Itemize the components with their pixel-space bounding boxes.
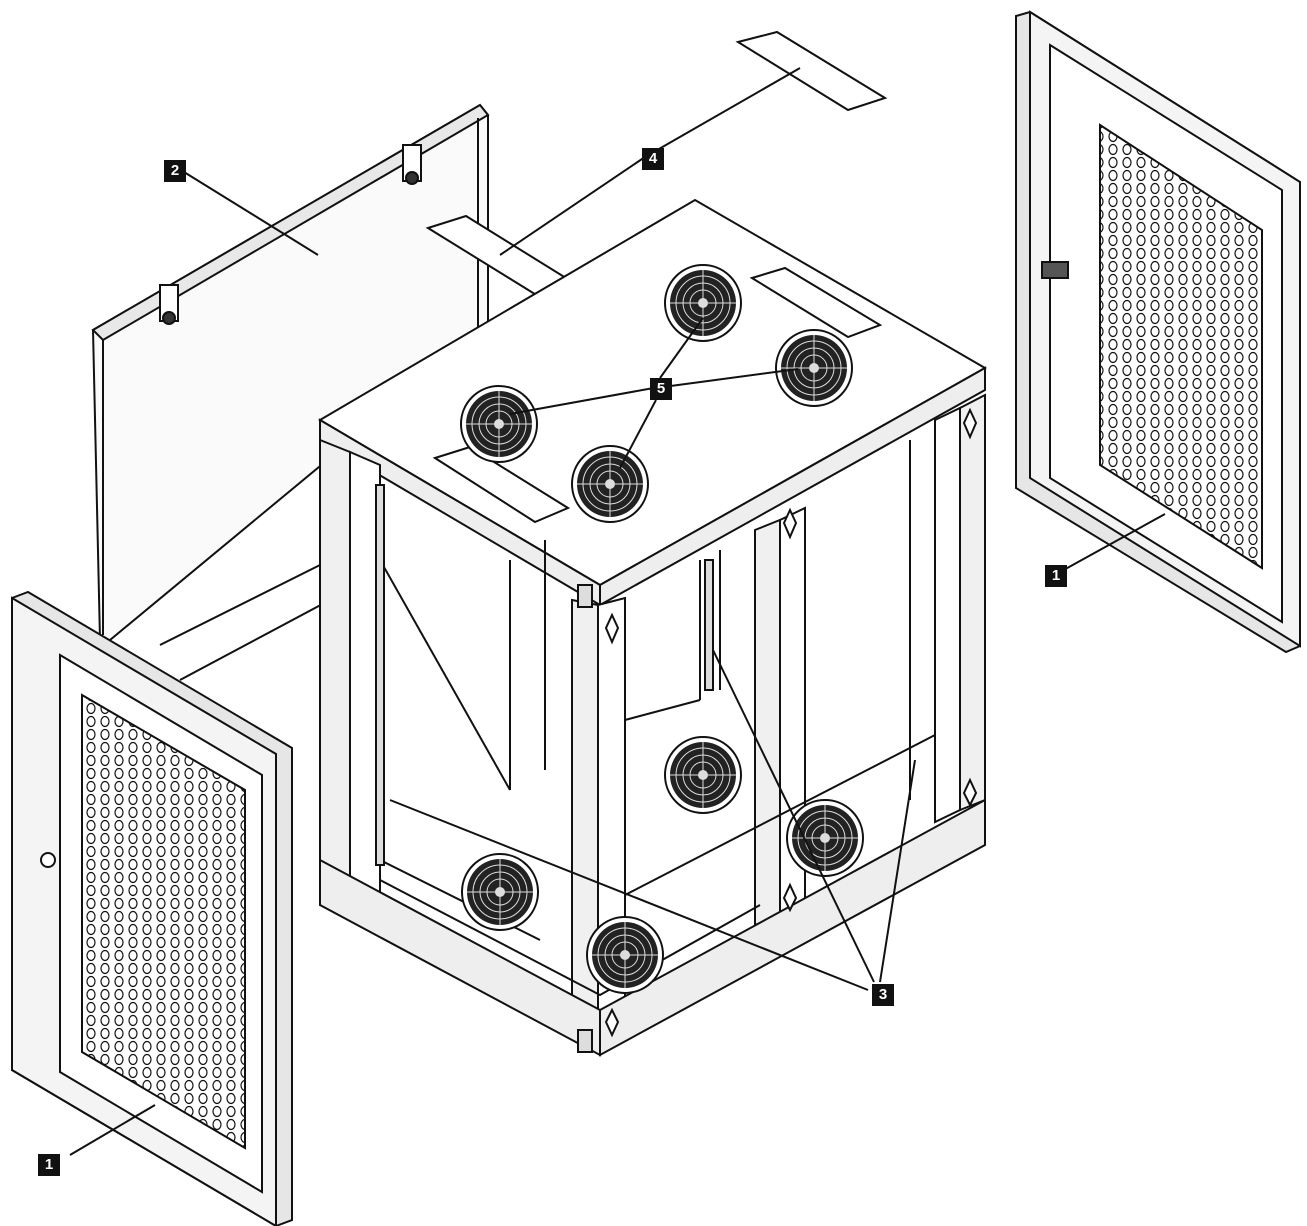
door-left: [11, 590, 293, 1226]
leader-lines: [69, 67, 1166, 1156]
door-right: [1015, 10, 1301, 654]
back-panel: [91, 103, 490, 681]
cover-plates: [425, 30, 888, 298]
